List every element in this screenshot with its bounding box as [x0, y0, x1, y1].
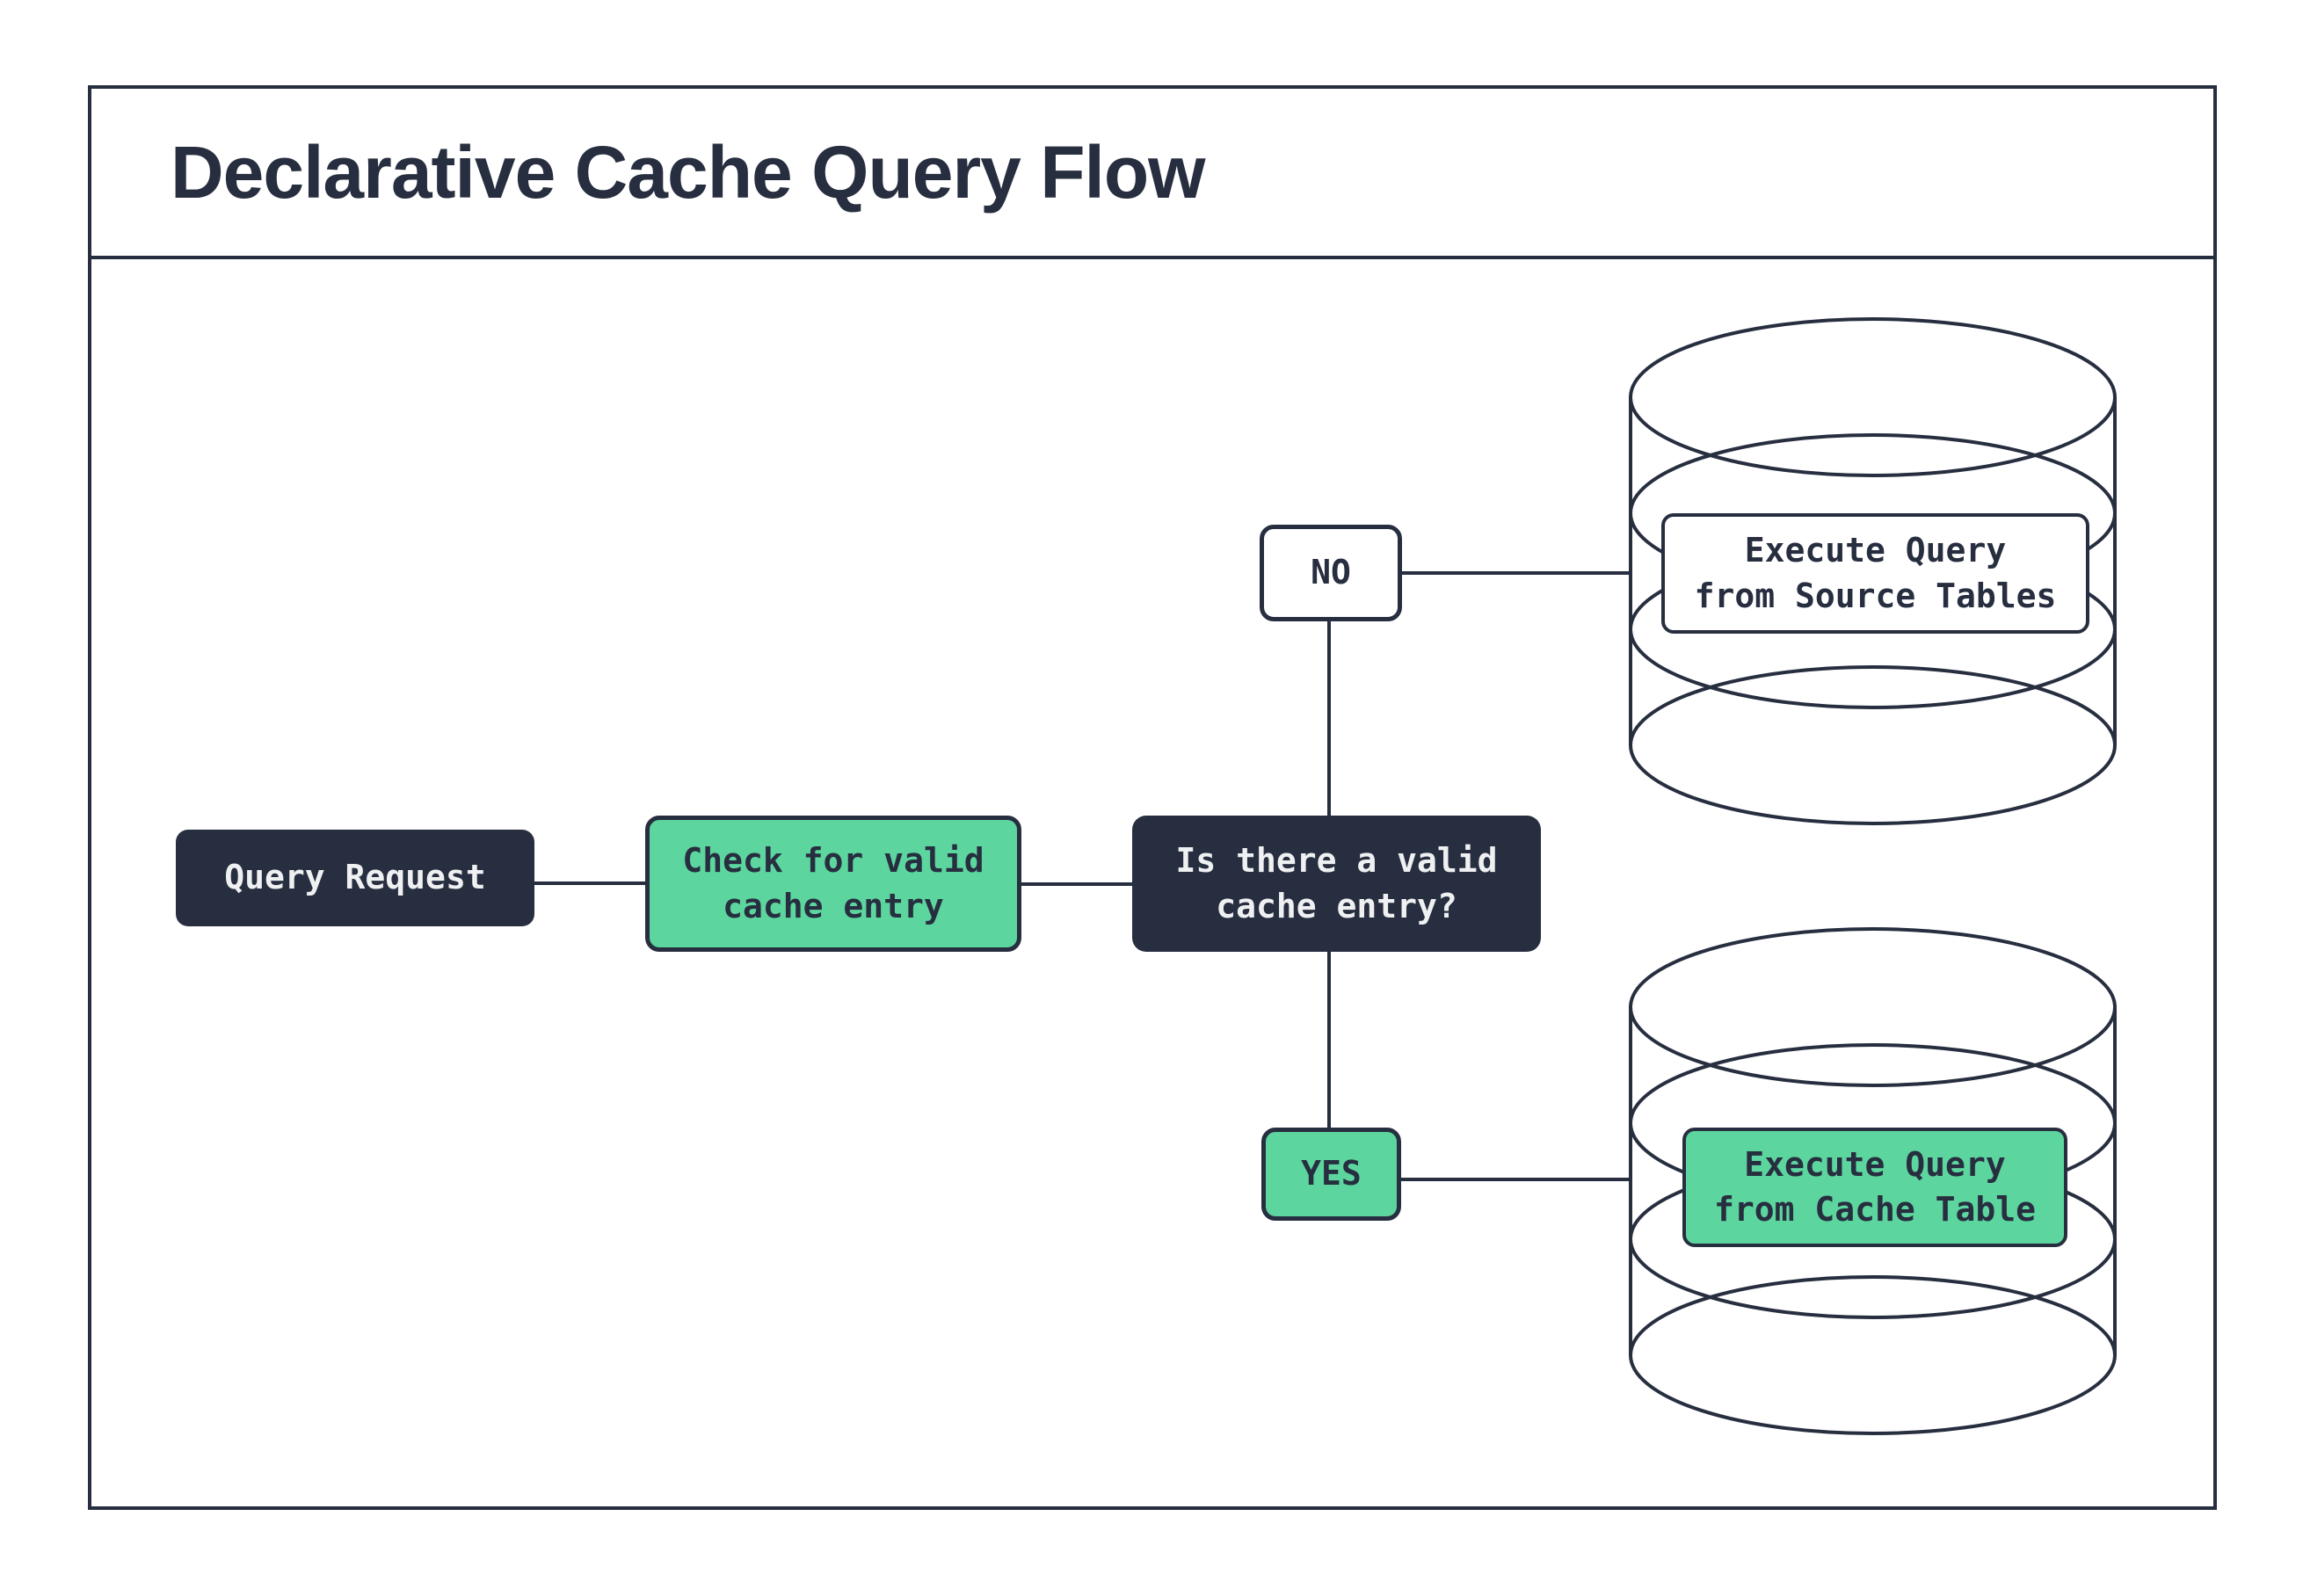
- connector-lines: [534, 571, 1632, 1181]
- node-yes-branch-label: YES: [1301, 1154, 1362, 1193]
- node-query-request-label: Query Request: [224, 858, 486, 897]
- source-database-cylinder: [1629, 317, 2117, 825]
- node-execute-cache-label: Execute Query from Cache Table: [1713, 1144, 2037, 1229]
- node-execute-source-label: Execute Query from Source Tables: [1694, 531, 2057, 615]
- node-cache-question: Is there a valid cache entry?: [1132, 816, 1541, 952]
- node-check-cache-label: Check for valid cache entry: [682, 841, 984, 925]
- node-yes-branch: YES: [1261, 1128, 1401, 1221]
- node-check-cache: Check for valid cache entry: [645, 816, 1021, 952]
- node-query-request: Query Request: [176, 830, 534, 926]
- node-no-branch: NO: [1260, 525, 1402, 621]
- node-execute-source: Execute Query from Source Tables: [1661, 513, 2089, 634]
- diagram-header: Declarative Cache Query Flow: [88, 85, 2217, 259]
- page-title: Declarative Cache Query Flow: [171, 130, 1206, 214]
- node-execute-cache: Execute Query from Cache Table: [1682, 1128, 2067, 1247]
- node-no-branch-label: NO: [1311, 553, 1351, 592]
- node-cache-question-label: Is there a valid cache entry?: [1175, 841, 1498, 925]
